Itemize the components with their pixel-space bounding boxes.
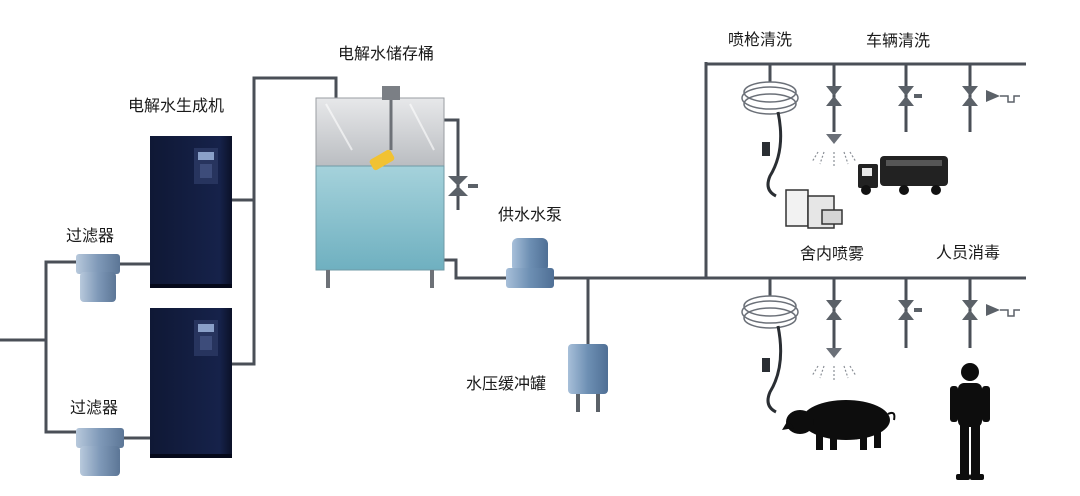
buffer-tank-label: 水压缓冲罐 — [466, 374, 547, 393]
filter-top-label: 过滤器 — [66, 226, 115, 245]
storage-tank-label: 电解水储存桶 — [338, 44, 435, 63]
inlet-pipe — [0, 260, 76, 434]
filter-top — [76, 254, 120, 302]
supply-pump — [506, 238, 554, 288]
generator-cabinet-top — [150, 136, 232, 288]
lower-drop-pipes — [768, 278, 972, 348]
sprinkler-bottom — [811, 300, 857, 380]
generator-cabinet-bottom — [150, 308, 232, 458]
spray-gun-hose-top — [741, 81, 799, 198]
vehicle-wash-label: 车辆清洗 — [866, 31, 931, 50]
tank-to-pump-pipe — [440, 258, 506, 280]
supply-pump-label: 供水水泵 — [498, 205, 563, 224]
filter-bottom-label: 过滤器 — [70, 398, 119, 417]
house-mist-label: 舍内喷雾 — [800, 244, 865, 263]
person-icon — [950, 363, 990, 480]
sprinkler-top — [811, 86, 857, 166]
spray-gun-hose-bottom — [741, 295, 799, 414]
personnel-disinfect-label: 人员消毒 — [936, 243, 1001, 262]
filter-bottom — [76, 428, 124, 476]
outlet-valve-lower-right — [962, 300, 1020, 320]
mixer-blade — [369, 149, 395, 171]
buffer-tank — [568, 344, 608, 412]
truck-icon — [858, 156, 948, 195]
pipe-network — [0, 62, 1026, 440]
outlet-valve-lower-mid — [898, 300, 922, 320]
tank-side-valve — [448, 176, 478, 196]
vehicle-wash-valve — [898, 86, 922, 106]
upper-drop-pipes — [768, 64, 972, 132]
spray-gun-wash-label: 喷枪清洗 — [728, 30, 793, 49]
pig-icon — [782, 400, 896, 450]
mist-machine-icon — [785, 189, 843, 229]
generator-to-tank-pipe — [230, 76, 338, 366]
tank-side-outlet-pipe — [444, 118, 460, 210]
outlet-valve-top — [962, 86, 1020, 106]
generator-label: 电解水生成机 — [128, 96, 225, 115]
storage-tank — [315, 86, 445, 288]
